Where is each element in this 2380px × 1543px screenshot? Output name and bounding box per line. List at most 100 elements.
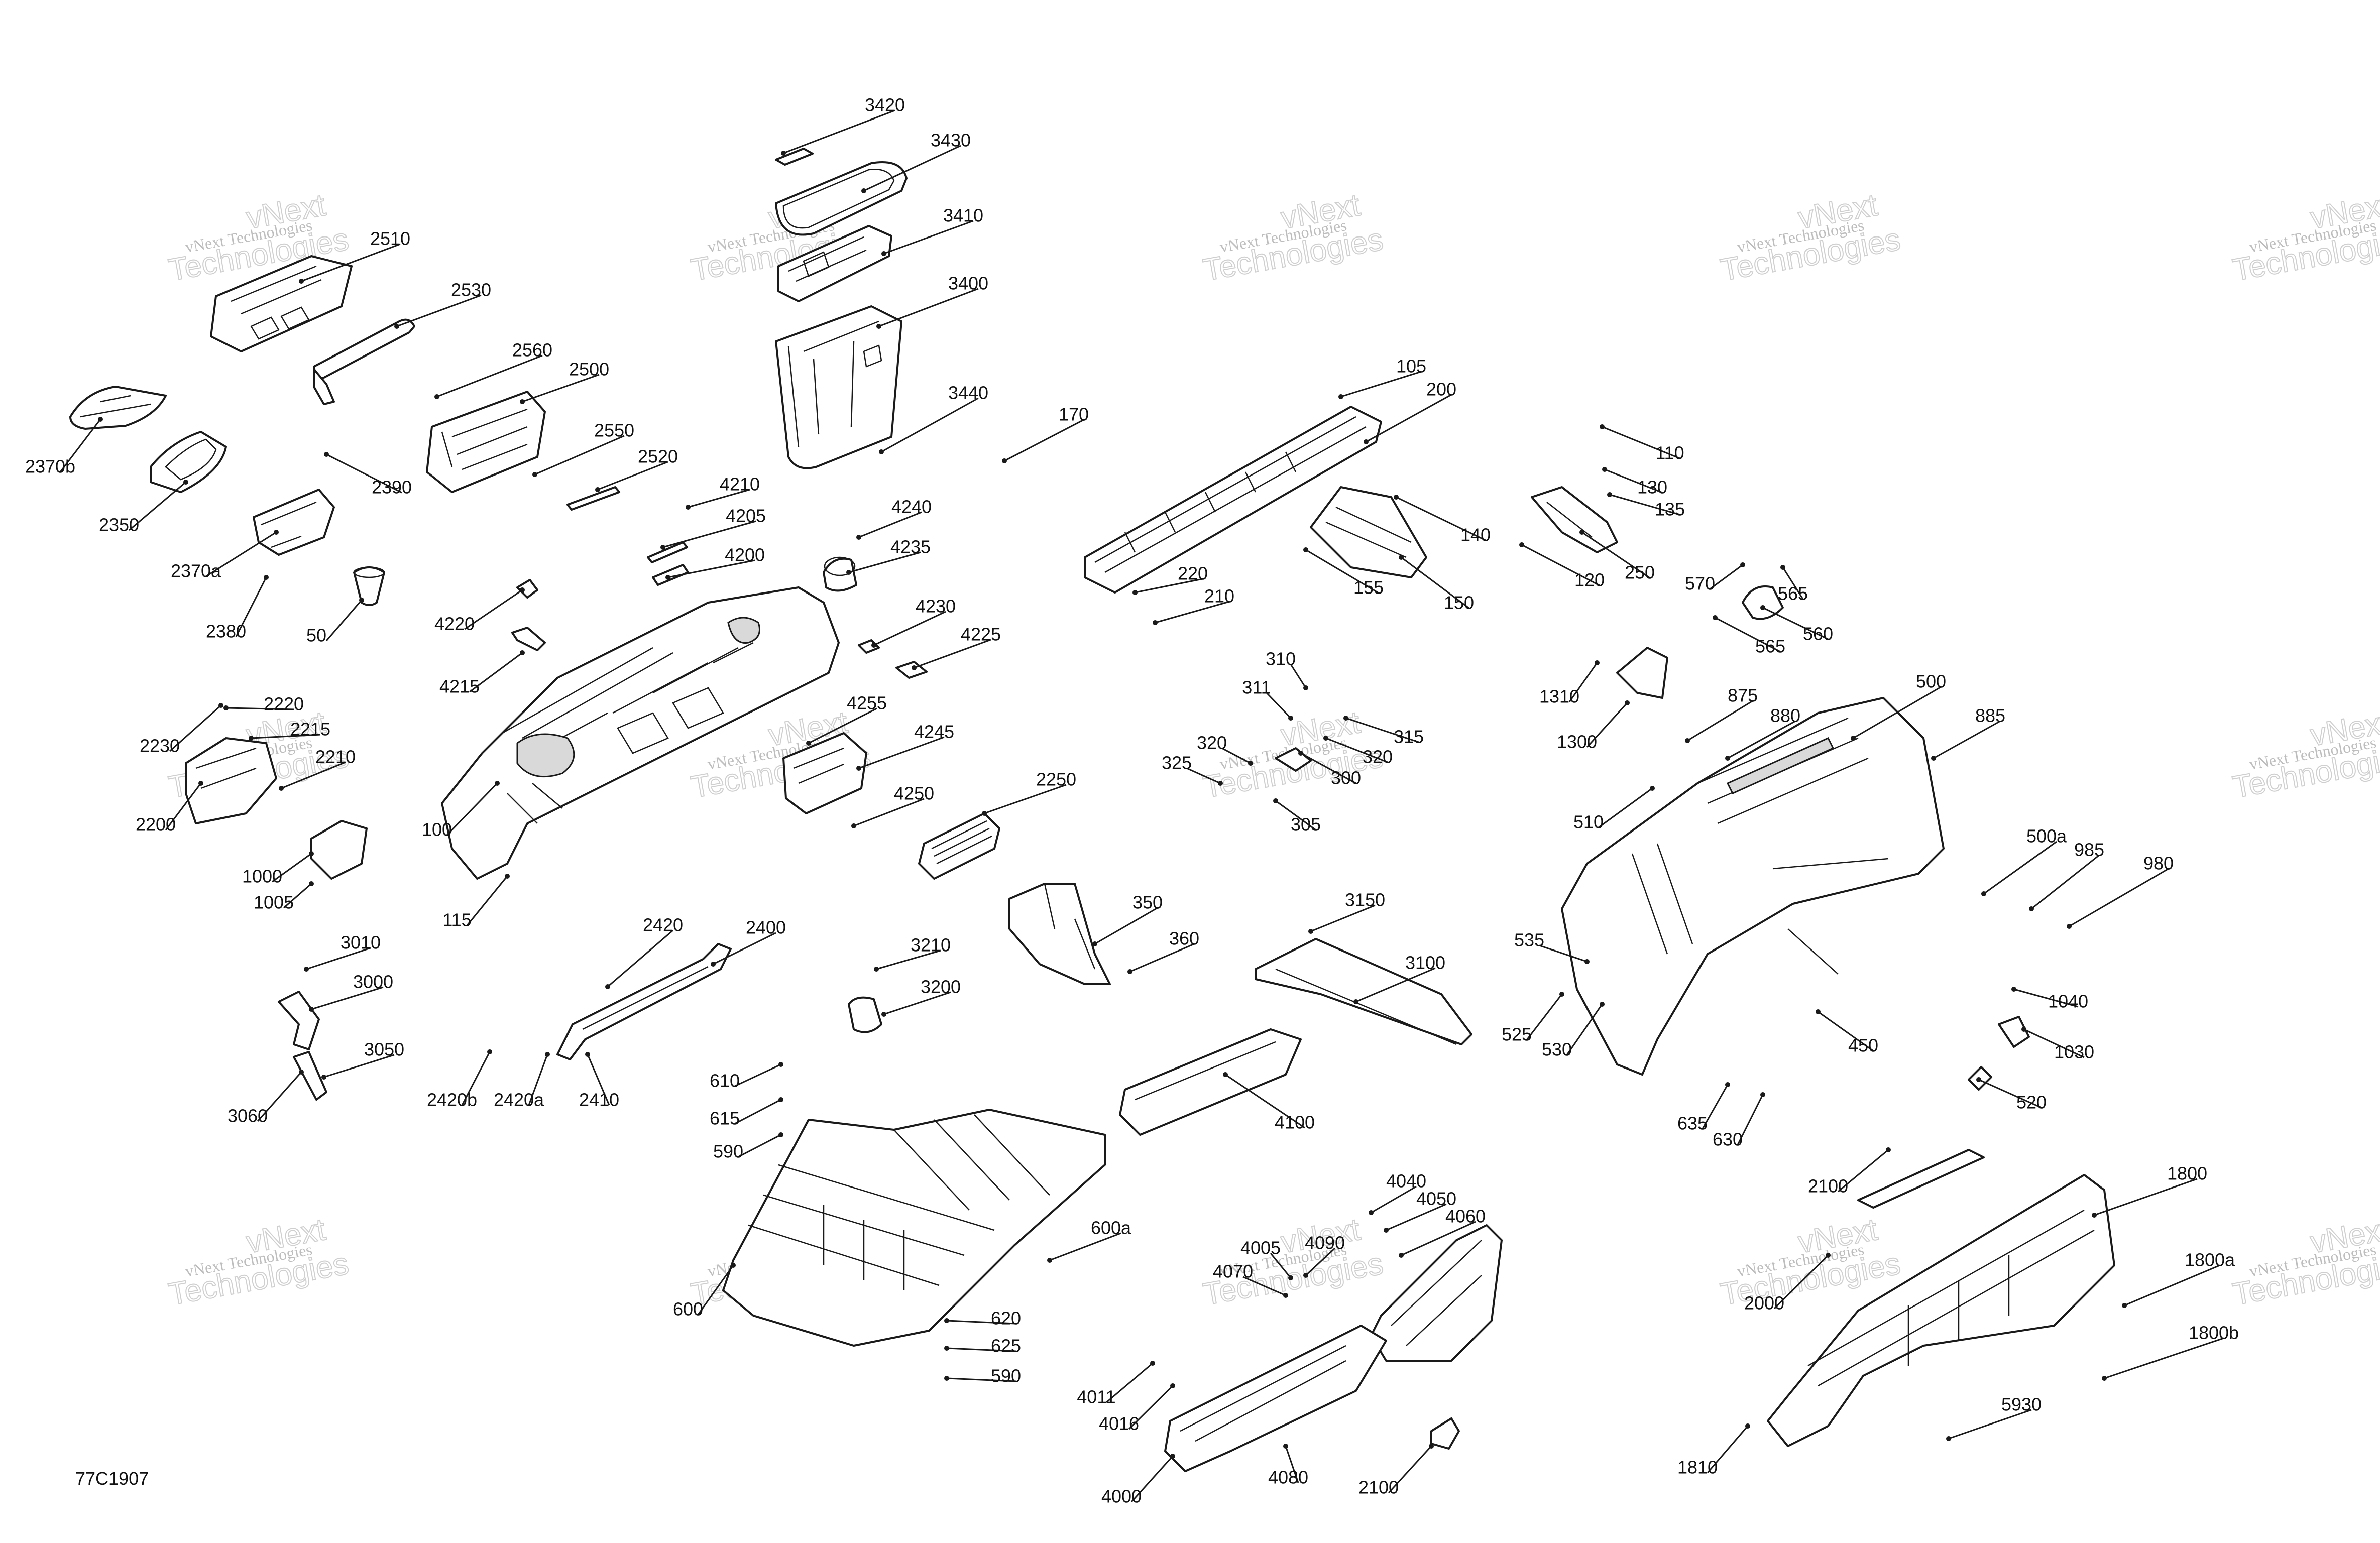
part-number: 1030 [2054,1042,2094,1062]
leader-dot [778,1132,783,1137]
part-console-front-4000 [1164,1325,1387,1472]
leader-line [1727,720,1796,759]
part-number: 140 [1460,525,1491,545]
leader-line [1340,371,1422,398]
callout-c4005: 4005 [1240,1238,1293,1280]
leader-line [1371,1185,1417,1214]
leader-dot [520,587,525,592]
leader-dot [2102,1376,2107,1381]
leader-line [1242,1276,1286,1296]
callout-c100: 100 [422,781,500,840]
part-floor-strip-3100 [1255,938,1472,1045]
leader-dot [856,766,861,771]
leader-line [225,707,294,710]
leader-line [883,991,951,1015]
leader-line [2124,1264,2220,1307]
leader-line [1568,662,1598,702]
leader-dot [1519,542,1524,547]
part-clip-2100a [1430,1417,1460,1450]
callout-c2420b: 2420b [427,1049,492,1110]
part-panel-4245 [782,732,867,814]
leader-line [713,932,776,965]
leader-dot [304,967,309,972]
leader-dot [1559,992,1564,997]
leader-dot [1303,685,1308,690]
leader-dot [1713,615,1718,620]
part-number: 4220 [434,614,475,634]
callout-c1000: 1000 [242,851,314,887]
callout-c130: 130 [1602,467,1667,498]
part-number: 4100 [1275,1112,1315,1133]
leader-dot [98,417,103,422]
part-number: 3000 [353,972,393,992]
callout-c3200: 3200 [881,977,961,1017]
part-number: 4090 [1305,1233,1345,1253]
part-console-tray [426,391,546,493]
leader-line [2104,1337,2224,1379]
leader-dot [711,962,716,967]
callout-c600: 600 [673,1263,736,1320]
part-number: 4000 [1101,1486,1142,1507]
leader-dot [851,823,856,828]
callout-c620: 620 [944,1308,1021,1329]
part-number: 3410 [943,205,983,226]
leader-dot [394,324,399,329]
part-storage-lid-seal [775,161,908,236]
part-number: 2500 [569,359,609,380]
callout-c4250: 4250 [851,783,934,828]
leader-line [1707,1426,1749,1473]
part-beam-105 [1084,406,1382,594]
leader-line [984,784,1067,814]
part-number: 105 [1396,356,1426,377]
part-number: 4225 [961,624,1001,645]
leader-dot [274,530,279,535]
leader-line [876,949,941,970]
part-bracket-3060 [293,1051,327,1101]
part-number: 315 [1394,727,1424,747]
leader-dot [309,881,314,886]
leader-dot [605,984,610,989]
part-number: 300 [1331,768,1361,788]
leader-line [59,419,101,472]
part-number: 4070 [1213,1261,1253,1282]
leader-line [734,1063,781,1087]
leader-dot [731,1263,736,1268]
leader-dot [1288,716,1293,721]
part-number: 980 [2143,853,2174,874]
callout-c565b: 565 [1713,615,1785,657]
leader-line [587,1054,610,1106]
part-number: 210 [1204,586,1234,607]
part-number: 4240 [891,497,932,517]
leader-dot [1981,891,1986,896]
part-number: 110 [1655,443,1684,463]
leader-line [235,577,267,637]
callout-c3400: 3400 [876,273,988,329]
leader-dot [2029,906,2034,911]
part-number: 525 [1502,1024,1532,1045]
leader-line [1094,907,1158,945]
part-number: 985 [2074,840,2104,860]
part-number: 3400 [948,273,988,294]
leader-line [853,798,925,827]
part-number: 3010 [341,932,381,953]
leader-dot [1303,1273,1308,1278]
callout-c625: 625 [944,1336,1021,1356]
part-cover-1300 [1616,647,1668,699]
callout-c50: 50 [306,598,364,646]
leader-line [2013,988,2079,1008]
watermark-14: vNext Technologies vNext Technologies [1718,1212,1903,1313]
leader-dot [846,570,851,575]
callout-c590b: 590 [944,1366,1021,1386]
callout-c1005: 1005 [254,881,314,913]
leader-dot [1273,798,1278,803]
leader-line [858,736,945,769]
part-number: 2520 [638,446,678,467]
callout-c4090: 4090 [1303,1233,1345,1278]
leader-dot [2122,1303,2127,1308]
part-cup [353,566,385,606]
part-vent-2250 [918,812,1000,880]
part-bracket-1030 [1998,1016,2030,1048]
part-dash-strip-4205 [647,541,688,563]
leader-line [878,288,979,327]
callout-c565a: 565 [1778,565,1808,604]
